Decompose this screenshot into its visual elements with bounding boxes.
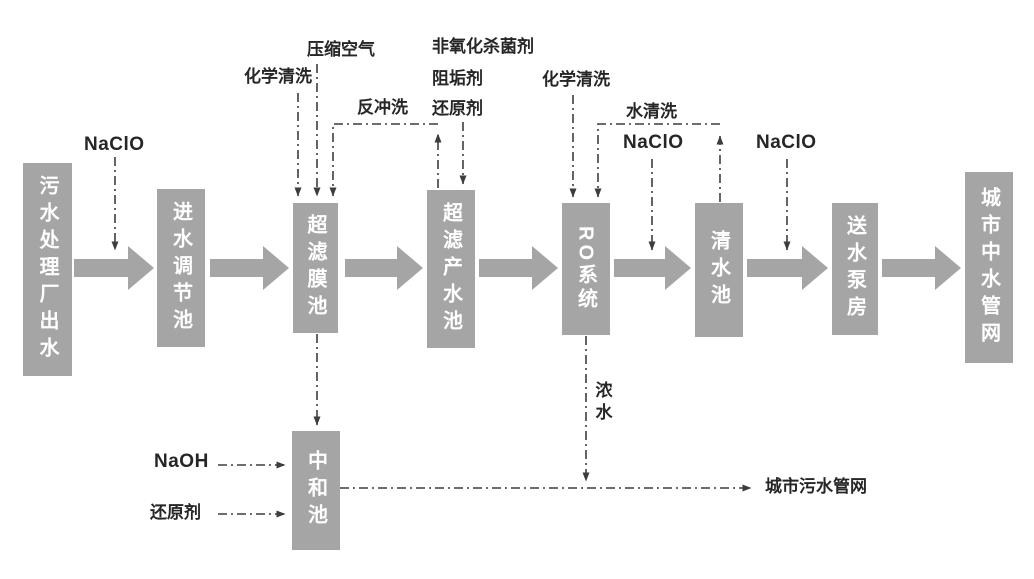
stage-box-plant-effluent: 污水处理厂出水 xyxy=(23,163,72,376)
stage-box-neutralization-tank: 中和池 xyxy=(292,431,340,550)
dose-lines xyxy=(111,64,791,518)
flow-arrow-uf-product-to-ro xyxy=(479,246,558,290)
stage-box-pump-house: 送水泵房 xyxy=(832,203,878,335)
stage-box-inlet-regulating-tank: 进水调节池 xyxy=(157,189,205,347)
stage-box-uf-membrane-tank: 超滤膜池 xyxy=(293,203,338,333)
stage-box-city-reclaimed-network: 城市中水管网 xyxy=(965,172,1013,363)
line-water-flush-return xyxy=(594,123,720,198)
flow-arrow-inlet-to-uf-membrane xyxy=(210,246,289,290)
label-chem-clean-ro: 化学清洗 xyxy=(542,70,610,89)
label-reducing-agent-ro: 还原剂 xyxy=(432,99,483,118)
flow-arrow-clear-to-pump xyxy=(747,246,828,290)
label-chem-clean-uf: 化学清洗 xyxy=(244,67,312,86)
flow-arrow-uf-membrane-to-uf-product xyxy=(345,246,423,290)
flow-arrow-ro-to-clear xyxy=(614,246,691,290)
label-scale-inhibitor: 阻垢剂 xyxy=(432,69,483,88)
label-water-flush: 水清洗 xyxy=(626,102,677,121)
stage-box-uf-product-tank: 超滤产水池 xyxy=(427,190,475,348)
flow-arrow-effluent-to-inlet xyxy=(74,246,154,290)
line-backwash-return xyxy=(329,123,438,197)
label-naclo-clear: NaClO xyxy=(623,132,684,153)
label-ro-concentrate: 浓水 xyxy=(592,381,612,425)
label-naclo-inlet: NaClO xyxy=(84,134,145,155)
label-compressed-air: 压缩空气 xyxy=(307,40,375,59)
stage-box-clear-water-tank: 清水池 xyxy=(695,203,743,337)
flow-arrow-pump-to-network xyxy=(882,246,961,290)
label-naclo-pump: NaClO xyxy=(756,132,817,153)
label-non-oxidizing-biocide: 非氧化杀菌剂 xyxy=(432,37,534,56)
stage-box-ro-system: RO系统 xyxy=(562,203,610,335)
label-backwash: 反冲洗 xyxy=(357,98,408,117)
label-reducing-agent-neutral: 还原剂 xyxy=(150,503,201,522)
flow-arrows xyxy=(74,246,961,290)
label-city-sewer: 城市污水管网 xyxy=(765,477,867,496)
label-naoh-dose: NaOH xyxy=(154,451,209,472)
